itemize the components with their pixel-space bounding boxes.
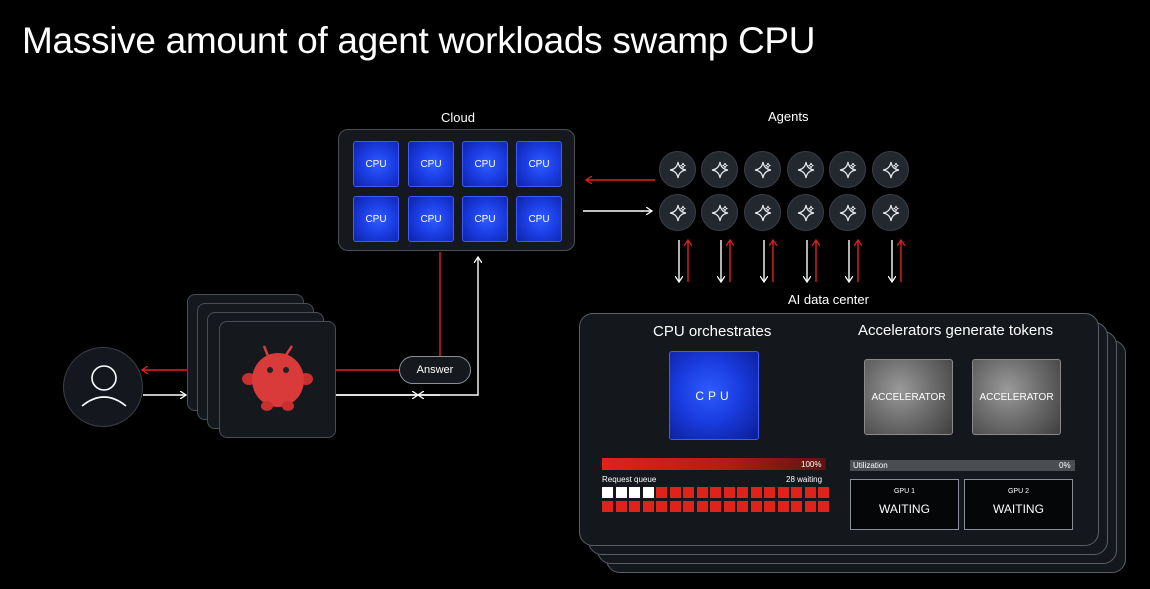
sparkle-icon — [754, 161, 771, 178]
queue-cell-waiting — [669, 487, 681, 498]
agent-node — [872, 151, 909, 188]
queue-cell-waiting — [764, 501, 775, 512]
queue-cell-waiting — [804, 501, 816, 512]
page-title: Massive amount of agent workloads swamp … — [22, 20, 816, 61]
queue-cell-waiting — [777, 487, 789, 498]
utilization-label: Utilization — [853, 461, 888, 470]
queue-cell-waiting — [656, 501, 667, 512]
queue-cell-waiting — [615, 501, 627, 512]
queue-cell-waiting — [818, 501, 829, 512]
utilization-value: 0% — [1059, 461, 1071, 470]
cloud-cpu-chip: CPU — [516, 141, 562, 187]
gpu-name: GPU 2 — [1007, 488, 1029, 495]
accelerator-chip: ACCELERATOR — [972, 359, 1061, 435]
cloud-cpu-chip: CPU — [353, 141, 399, 187]
agent-node — [744, 194, 781, 231]
cpu-heading: CPU orchestrates — [653, 323, 772, 340]
queue-cell-free — [602, 487, 613, 498]
agent-node — [659, 151, 696, 188]
cloud-cpu-chip: CPU — [516, 196, 562, 242]
sparkle-icon — [711, 204, 728, 221]
agent-node — [829, 151, 866, 188]
user-avatar — [63, 347, 143, 427]
queue-cell-waiting — [669, 501, 681, 512]
agent-dc-arrows — [679, 240, 901, 282]
queue-cell-waiting — [750, 501, 762, 512]
queue-cell-waiting — [791, 487, 802, 498]
queue-cell-waiting — [710, 501, 721, 512]
cloud-cpu-chip: CPU — [462, 141, 508, 187]
datacenter-label: AI data center — [788, 292, 869, 307]
queue-cell-waiting — [737, 501, 748, 512]
sparkle-icon — [839, 161, 856, 178]
accelerator-chip: ACCELERATOR — [864, 359, 953, 435]
queue-cell-waiting — [642, 501, 654, 512]
agent-node — [829, 194, 866, 231]
queue-cell-waiting — [818, 487, 829, 498]
queue-cell-waiting — [723, 501, 735, 512]
queue-cell-waiting — [683, 501, 694, 512]
queue-label: Request queue — [602, 475, 657, 484]
cloud-label: Cloud — [441, 110, 475, 125]
queue-cell-waiting — [710, 487, 721, 498]
agent-node — [701, 194, 738, 231]
agent-node — [787, 151, 824, 188]
sparkle-icon — [711, 161, 728, 178]
agent-card-front — [219, 321, 336, 438]
queue-cell-free — [629, 487, 640, 498]
utilization-bar — [850, 460, 1075, 471]
queue-cell-waiting — [629, 501, 640, 512]
queue-cell-waiting — [656, 487, 667, 498]
accelerator-heading: Accelerators generate tokens — [858, 322, 1054, 339]
queue-cell-free — [642, 487, 654, 498]
queue-cell-waiting — [737, 487, 748, 498]
sparkle-icon — [797, 161, 814, 178]
queue-status: 28 waiting — [786, 475, 823, 484]
queue-cell-waiting — [683, 487, 694, 498]
agent-node — [701, 151, 738, 188]
queue-cell-waiting — [602, 501, 613, 512]
datacenter-cpu-chip: CPU — [669, 351, 759, 440]
cloud-panel: CPU CPU CPU CPU CPU CPU CPU CPU — [338, 129, 575, 251]
agent-node — [872, 194, 909, 231]
cpu-usage-value: 100% — [801, 460, 822, 469]
queue-cell-waiting — [791, 501, 802, 512]
queue-cell-waiting — [750, 487, 762, 498]
agent-node — [787, 194, 824, 231]
queue-cell-waiting — [804, 487, 816, 498]
sparkle-icon — [669, 204, 686, 221]
answer-pill: Answer — [399, 356, 471, 384]
queue-cell-waiting — [777, 501, 789, 512]
queue-cell-waiting — [764, 487, 775, 498]
sparkle-icon — [754, 204, 771, 221]
agents-label: Agents — [768, 109, 809, 124]
agent-node — [659, 194, 696, 231]
sparkle-icon — [882, 161, 899, 178]
cloud-cpu-chip: CPU — [408, 196, 454, 242]
agent-node — [744, 151, 781, 188]
gpu-status: WAITING — [993, 502, 1044, 516]
gpu-status-box: GPU 1 WAITING — [850, 479, 959, 530]
queue-cell-free — [615, 487, 627, 498]
gpu-status: WAITING — [879, 502, 930, 516]
sparkle-icon — [839, 204, 856, 221]
gpu-status-box: GPU 2 WAITING — [964, 479, 1073, 530]
cpu-usage-bar — [602, 458, 826, 470]
sparkle-icon — [797, 204, 814, 221]
queue-cell-waiting — [723, 487, 735, 498]
cloud-cpu-chip: CPU — [462, 196, 508, 242]
sparkle-icon — [882, 204, 899, 221]
cloud-cpu-chip: CPU — [408, 141, 454, 187]
line-cloud-to-answer — [399, 252, 441, 371]
agent-mascot-icon — [242, 345, 313, 411]
queue-cell-waiting — [696, 487, 708, 498]
user-icon — [81, 365, 127, 407]
gpu-name: GPU 1 — [893, 488, 915, 495]
sparkle-icon — [669, 161, 686, 178]
queue-cell-waiting — [696, 501, 708, 512]
cloud-cpu-chip: CPU — [353, 196, 399, 242]
